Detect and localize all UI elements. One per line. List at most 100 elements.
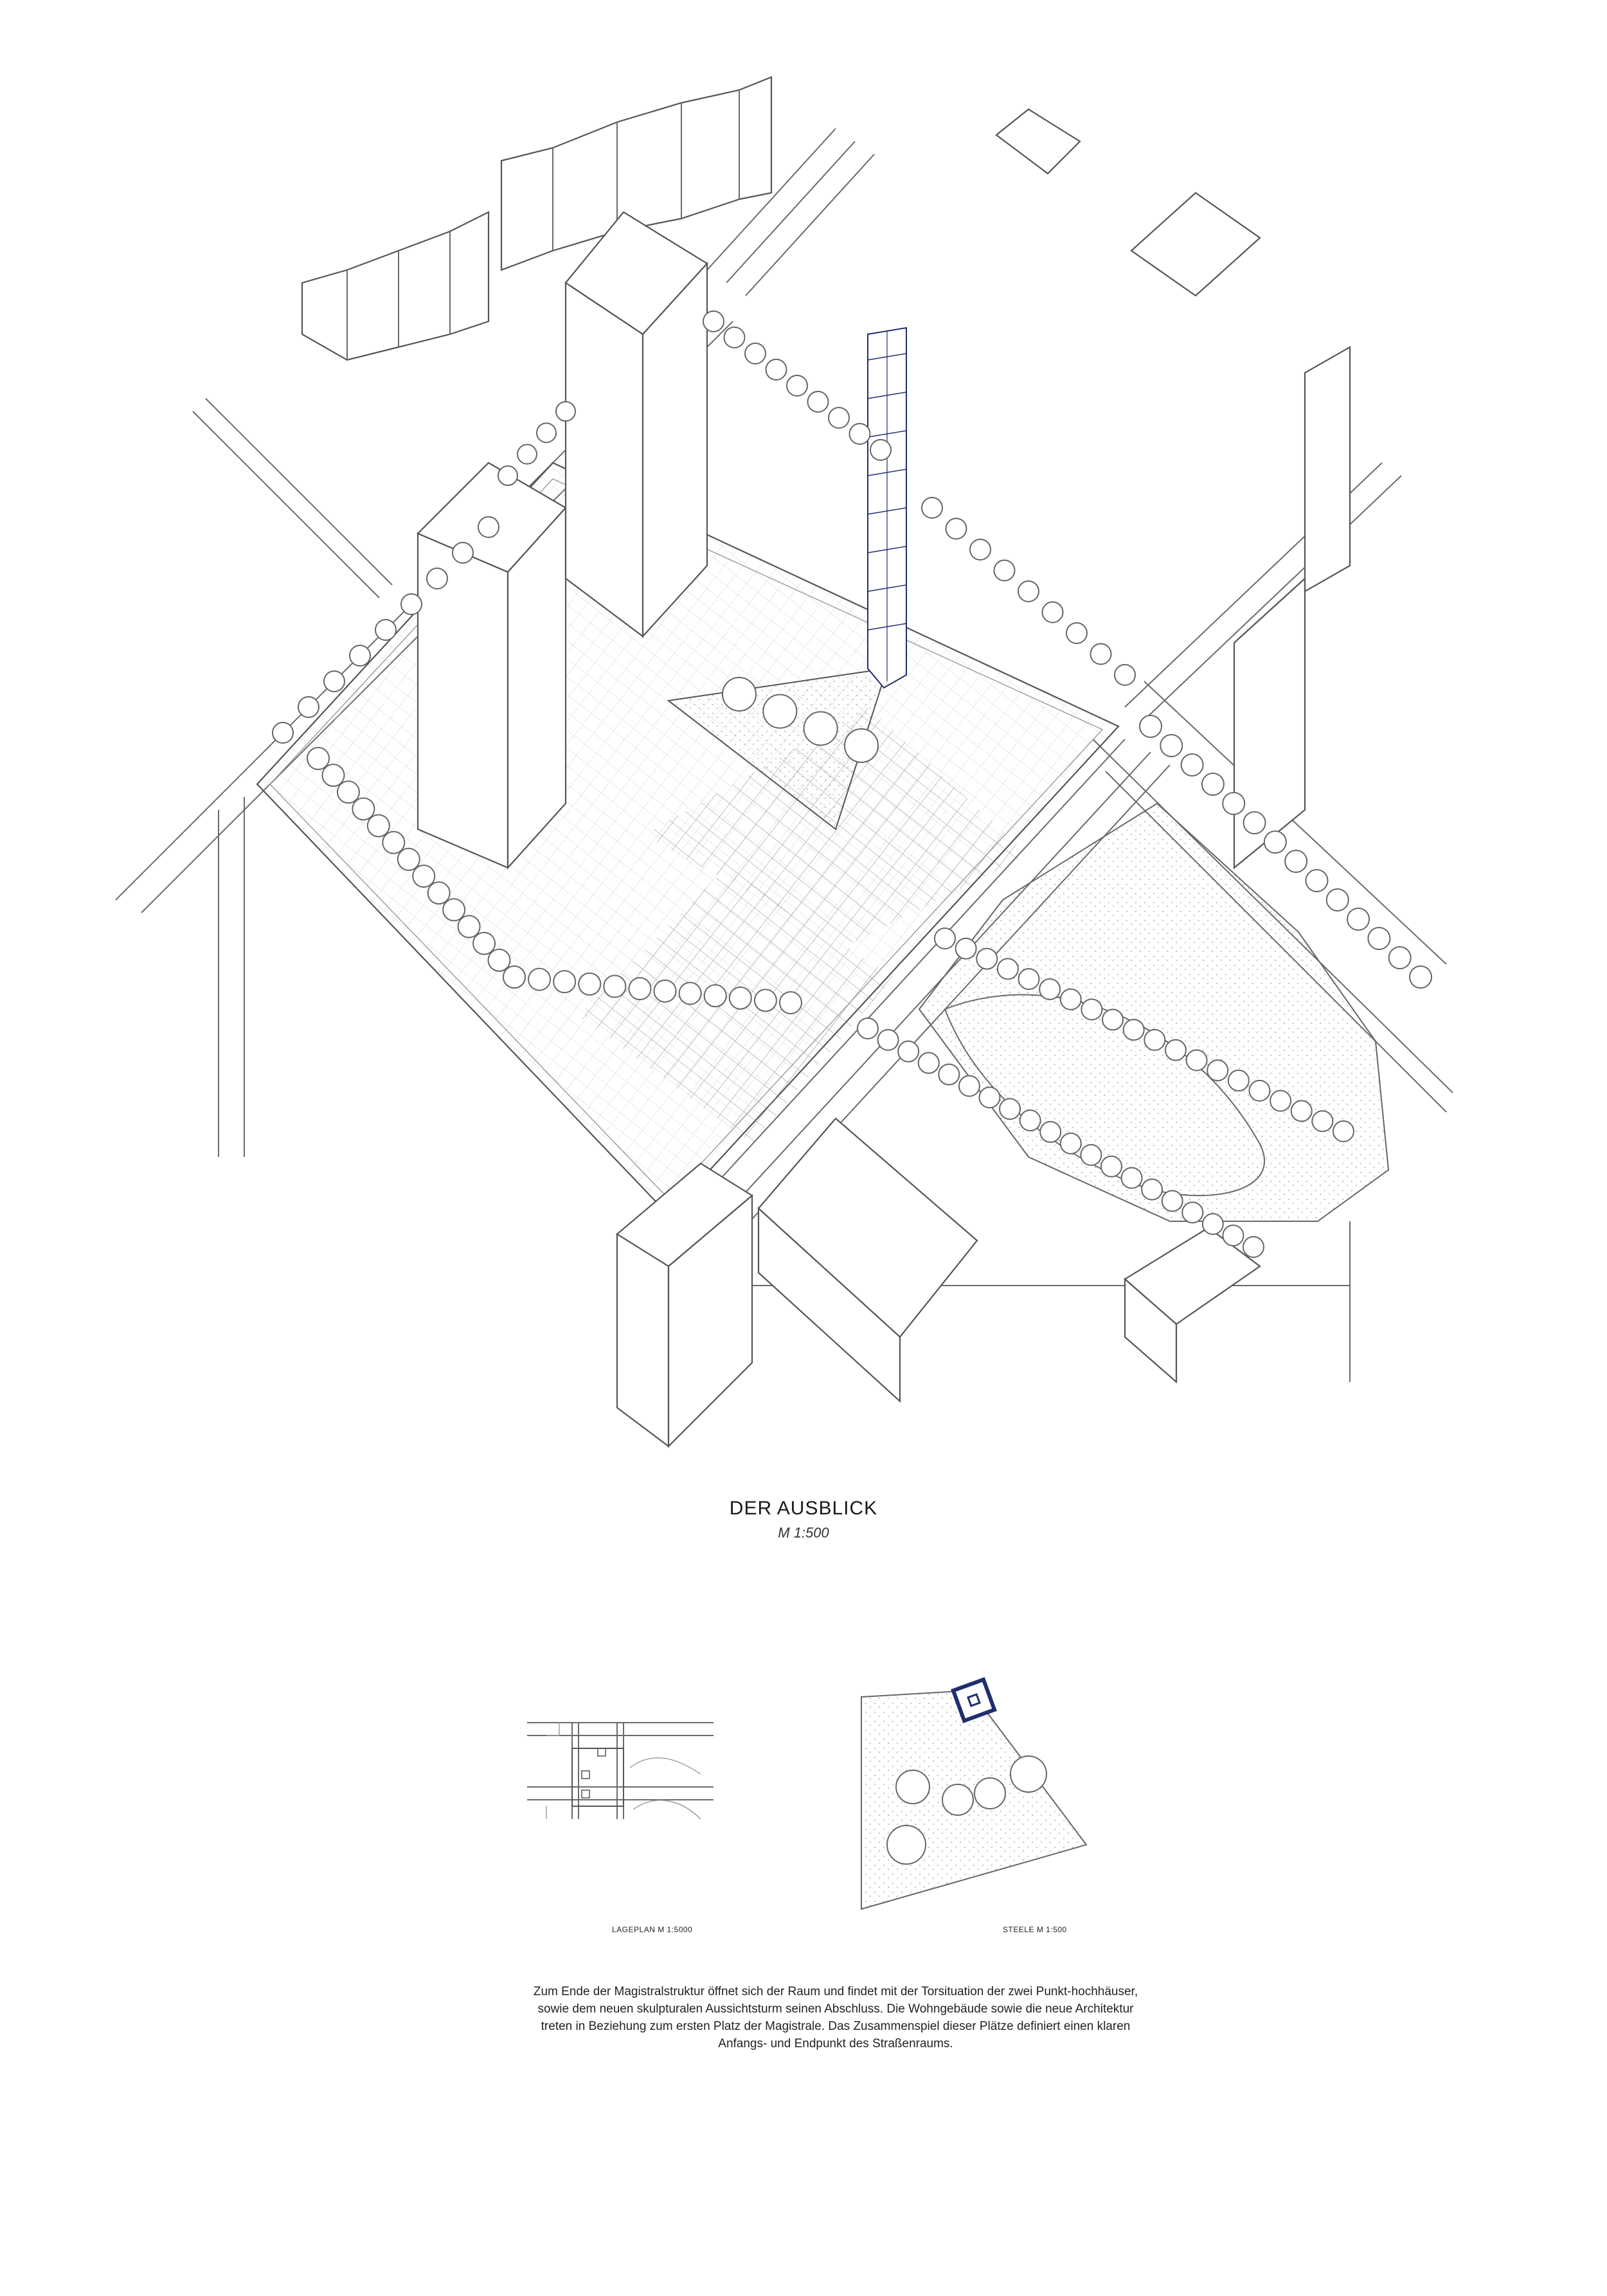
- tree: [1305, 869, 1329, 892]
- tree: [723, 327, 746, 348]
- tower-right: [564, 211, 708, 638]
- tree: [426, 568, 448, 589]
- tree: [536, 422, 557, 444]
- tree: [976, 947, 998, 970]
- tree: [1207, 1059, 1229, 1082]
- tree: [1059, 988, 1082, 1010]
- tree: [366, 814, 390, 838]
- tree: [993, 559, 1016, 582]
- tree: [1120, 1167, 1143, 1189]
- tree: [1081, 998, 1103, 1021]
- tree: [1181, 1201, 1204, 1224]
- tree: [978, 1086, 1001, 1109]
- tree: [1018, 580, 1039, 602]
- tree: [336, 780, 360, 804]
- tree: [472, 931, 496, 955]
- tree: [503, 965, 526, 989]
- tree: [786, 375, 808, 397]
- tree: [1325, 888, 1349, 911]
- tree: [382, 830, 406, 854]
- tree: [427, 881, 451, 905]
- tree: [728, 986, 752, 1010]
- tree: [1180, 753, 1204, 776]
- tree: [1185, 1049, 1208, 1072]
- stele-tree: [1010, 1755, 1047, 1793]
- tree: [1222, 792, 1246, 815]
- tree: [457, 915, 481, 938]
- tree: [1333, 1120, 1354, 1142]
- tree: [1201, 773, 1225, 796]
- tree: [1270, 1090, 1292, 1112]
- tree: [1139, 715, 1162, 738]
- drawing-scale: M 1:500: [778, 1525, 829, 1541]
- tree: [1160, 734, 1183, 757]
- tree: [765, 359, 787, 381]
- tree: [487, 948, 511, 972]
- tree: [1102, 1009, 1124, 1031]
- observation-tower: [867, 327, 907, 689]
- stele-caption: STEELE M 1:500: [1003, 1925, 1067, 1934]
- tree: [412, 865, 436, 888]
- tree: [938, 1063, 960, 1086]
- tree: [1201, 1213, 1224, 1235]
- tree: [1041, 601, 1064, 623]
- tree: [955, 937, 977, 960]
- tree: [722, 677, 757, 712]
- tree: [1059, 1132, 1082, 1154]
- stele-drawing: [861, 1677, 1088, 1910]
- tree: [1144, 1028, 1166, 1051]
- tree: [1019, 1109, 1041, 1132]
- site-plan-drawing: [527, 1722, 714, 1820]
- tree: [1100, 1155, 1122, 1178]
- tree: [397, 847, 420, 871]
- tree: [452, 542, 474, 564]
- tree: [779, 991, 802, 1014]
- tree: [1114, 664, 1136, 686]
- tree: [1080, 1144, 1102, 1166]
- tree: [1039, 978, 1061, 1000]
- tree: [352, 797, 375, 821]
- tree: [945, 517, 967, 540]
- tree: [553, 970, 577, 994]
- stele-tree: [942, 1784, 974, 1816]
- tree: [870, 439, 892, 461]
- tree: [517, 444, 537, 465]
- tree: [1347, 908, 1370, 931]
- tree: [1409, 965, 1432, 989]
- tree: [678, 982, 702, 1005]
- tree: [877, 1028, 899, 1051]
- site-plan-caption: LAGEPLAN M 1:5000: [612, 1925, 693, 1934]
- tree: [1284, 850, 1308, 873]
- tree: [857, 1018, 879, 1039]
- tree: [921, 497, 943, 519]
- tree: [498, 465, 518, 486]
- tree: [744, 343, 766, 364]
- tree: [1243, 1236, 1264, 1258]
- tree: [400, 593, 422, 615]
- tree: [999, 1098, 1021, 1120]
- drawing-title: DER AUSBLICK: [729, 1498, 878, 1519]
- tree: [321, 764, 345, 787]
- tree: [442, 898, 466, 922]
- tree: [1090, 643, 1112, 665]
- tree: [807, 391, 829, 413]
- tree: [1122, 1019, 1145, 1041]
- tree: [803, 711, 838, 746]
- tree: [323, 670, 345, 692]
- tree: [1161, 1190, 1183, 1212]
- tree: [897, 1040, 920, 1063]
- tree: [272, 722, 294, 744]
- tree: [1227, 1070, 1250, 1092]
- tree: [1039, 1121, 1062, 1144]
- tree: [703, 310, 724, 332]
- tree: [307, 747, 330, 770]
- stele-tree: [886, 1825, 926, 1865]
- tree: [1367, 927, 1391, 950]
- tree-rows: [272, 310, 1432, 1258]
- tree: [1018, 968, 1040, 991]
- tree: [628, 977, 652, 1001]
- tree: [375, 619, 397, 641]
- tree: [1290, 1100, 1313, 1122]
- tree: [934, 928, 956, 949]
